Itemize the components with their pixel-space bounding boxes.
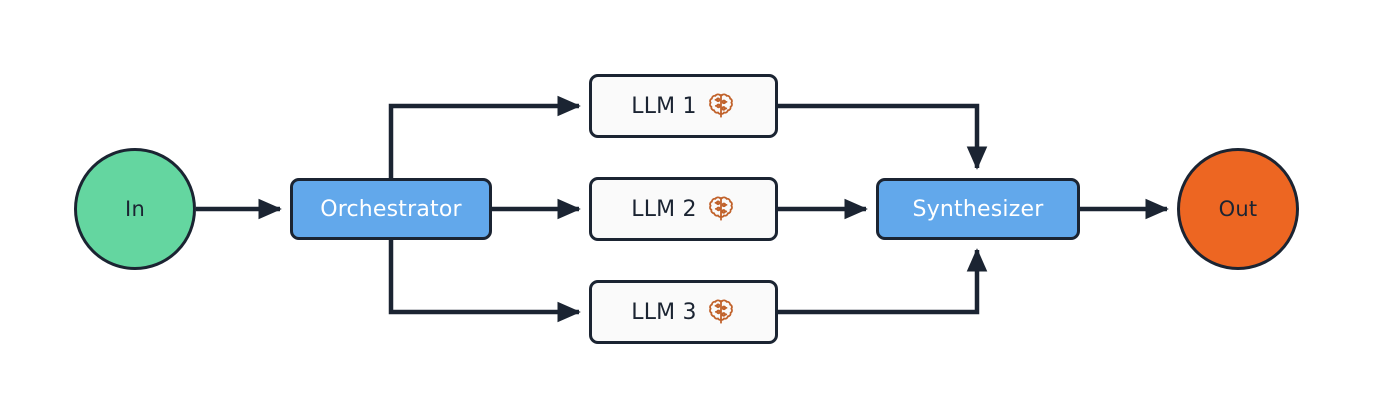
node-llm-1-label: LLM 1	[631, 93, 697, 119]
node-orchestrator[interactable]: Orchestrator	[290, 178, 492, 240]
node-orchestrator-label: Orchestrator	[320, 196, 462, 222]
edge-llm1-to-synthesizer	[778, 103, 988, 170]
node-synthesizer-label: Synthesizer	[912, 196, 1044, 222]
brain-icon	[706, 91, 736, 121]
brain-icon	[706, 297, 736, 327]
node-in-label: In	[125, 197, 145, 221]
node-llm-2-content: LLM 2	[631, 194, 736, 224]
edge-orchestrator-to-llm3	[388, 240, 581, 323]
node-synthesizer[interactable]: Synthesizer	[876, 178, 1080, 240]
edge-llm3-to-synthesizer	[778, 248, 988, 315]
brain-icon	[706, 194, 736, 224]
node-llm-2-label: LLM 2	[631, 196, 697, 222]
node-out[interactable]: Out	[1177, 148, 1299, 270]
node-llm-3[interactable]: LLM 3	[589, 280, 778, 344]
node-llm-1-content: LLM 1	[631, 91, 736, 121]
edge-orchestrator-to-llm1	[388, 95, 581, 178]
node-llm-3-content: LLM 3	[631, 297, 736, 327]
node-llm-2[interactable]: LLM 2	[589, 177, 778, 241]
node-out-label: Out	[1218, 197, 1258, 221]
node-llm-1[interactable]: LLM 1	[589, 74, 778, 138]
node-in[interactable]: In	[74, 148, 196, 270]
node-llm-3-label: LLM 3	[631, 299, 697, 325]
